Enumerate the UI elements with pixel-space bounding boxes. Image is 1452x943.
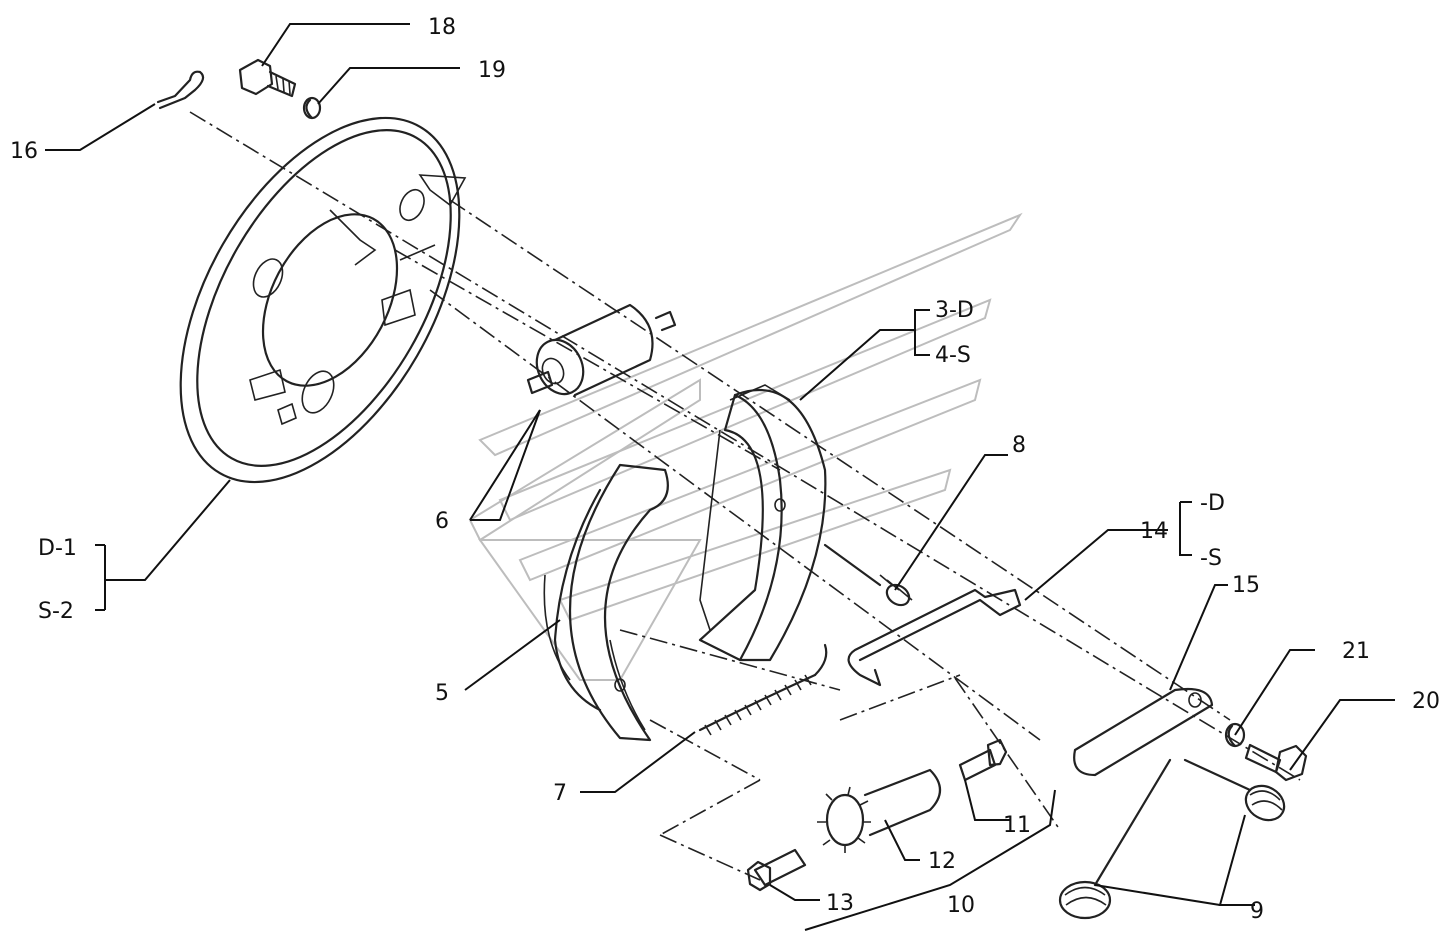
label-4-s: 4-S bbox=[935, 343, 971, 368]
label-9: 9 bbox=[1250, 899, 1264, 924]
label-19: 19 bbox=[478, 58, 506, 83]
label-6: 6 bbox=[435, 509, 449, 534]
label-5: 5 bbox=[435, 681, 449, 706]
label-16: 16 bbox=[10, 139, 38, 164]
washer-21 bbox=[1224, 722, 1246, 748]
adjuster-nut-11 bbox=[958, 738, 1008, 782]
spring-8 bbox=[823, 543, 913, 607]
parking-lever-15 bbox=[1073, 687, 1214, 777]
label-18: 18 bbox=[428, 15, 456, 40]
adjuster-screw-13 bbox=[746, 848, 807, 892]
springs-9 bbox=[1058, 758, 1286, 920]
label-8: 8 bbox=[1012, 433, 1026, 458]
adjuster-strut-14 bbox=[847, 588, 1022, 687]
part-labels: 18 19 16 3-D 4-S 8 6 14 -D -S 15 D-1 S-2… bbox=[10, 15, 1440, 924]
label-12: 12 bbox=[928, 849, 956, 874]
bolt-18 bbox=[238, 58, 297, 98]
label-15: 15 bbox=[1232, 573, 1260, 598]
label-s-2: S-2 bbox=[38, 599, 74, 624]
leader-lines bbox=[45, 23, 1395, 931]
label-14: 14 bbox=[1140, 519, 1168, 544]
label-7: 7 bbox=[553, 781, 567, 806]
label-13: 13 bbox=[826, 891, 854, 916]
label-d-1: D-1 bbox=[38, 536, 77, 561]
label-14-s: -S bbox=[1200, 546, 1222, 571]
label-20: 20 bbox=[1412, 689, 1440, 714]
label-10: 10 bbox=[947, 893, 975, 918]
wheel-cylinder-6 bbox=[526, 303, 677, 397]
bolt-20 bbox=[1244, 743, 1308, 782]
return-spring-7 bbox=[698, 643, 828, 736]
adjuster-sleeve-12 bbox=[817, 768, 942, 853]
assembly-centerlines bbox=[189, 111, 1301, 881]
backing-plate bbox=[179, 116, 467, 484]
retaining-clip-16 bbox=[156, 70, 205, 110]
label-21: 21 bbox=[1342, 639, 1370, 664]
watermark-logo bbox=[468, 212, 1023, 681]
label-11: 11 bbox=[1003, 813, 1031, 838]
brake-shoe-5 bbox=[543, 463, 669, 742]
brake-shoe-3-4 bbox=[698, 384, 827, 662]
label-14-d: -D bbox=[1200, 491, 1225, 516]
washer-19 bbox=[302, 96, 322, 120]
label-3-d: 3-D bbox=[935, 298, 974, 323]
